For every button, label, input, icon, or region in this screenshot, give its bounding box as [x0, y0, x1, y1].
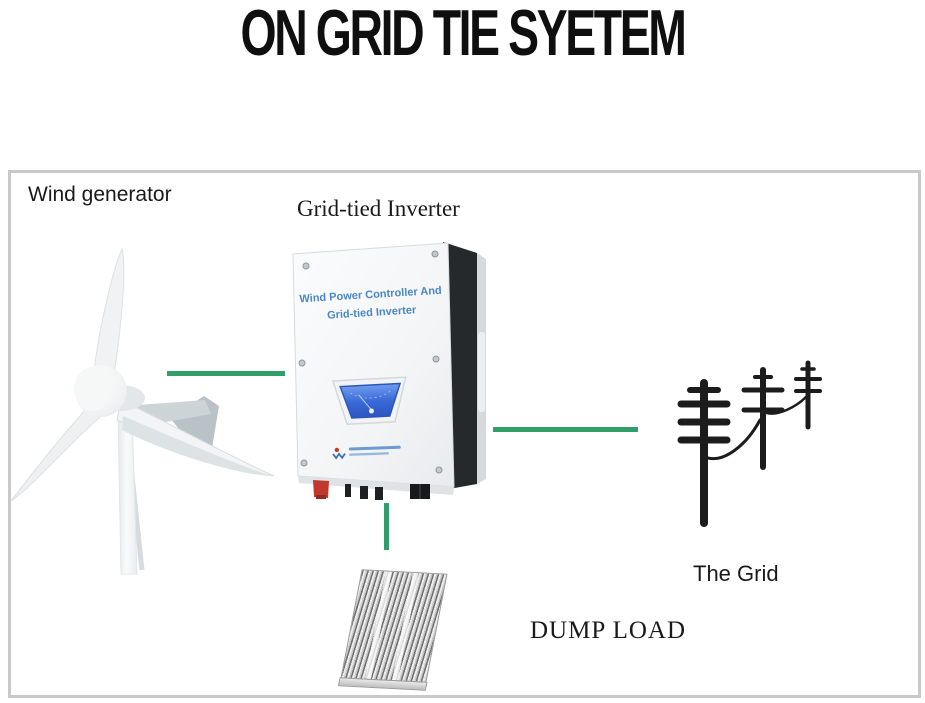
connector-inverter-to-grid — [493, 427, 638, 432]
inverter-connectors — [313, 480, 430, 500]
wind-turbine-icon — [10, 247, 275, 575]
connector-inverter-to-dumpload — [384, 503, 389, 550]
utility-poles-icon — [677, 360, 822, 527]
connector-turbine-to-inverter — [167, 371, 285, 376]
title-bar: ON GRID TIE SYETEM — [0, 0, 925, 65]
dump-load-label: DUMP LOAD — [530, 617, 686, 644]
inverter-label: Grid-tied Inverter — [297, 196, 460, 221]
inverter-display — [331, 376, 407, 426]
inverter-device-icon: Wind Power Controller And Grid-tied Inve… — [292, 242, 486, 500]
brand-logo — [332, 445, 401, 460]
grid-label: The Grid — [693, 561, 779, 586]
page-title: ON GRID TIE SYETEM — [240, 0, 686, 70]
inverter-panel-text-line2: Grid-tied Inverter — [327, 304, 418, 321]
wind-generator-label: Wind generator — [28, 183, 172, 206]
